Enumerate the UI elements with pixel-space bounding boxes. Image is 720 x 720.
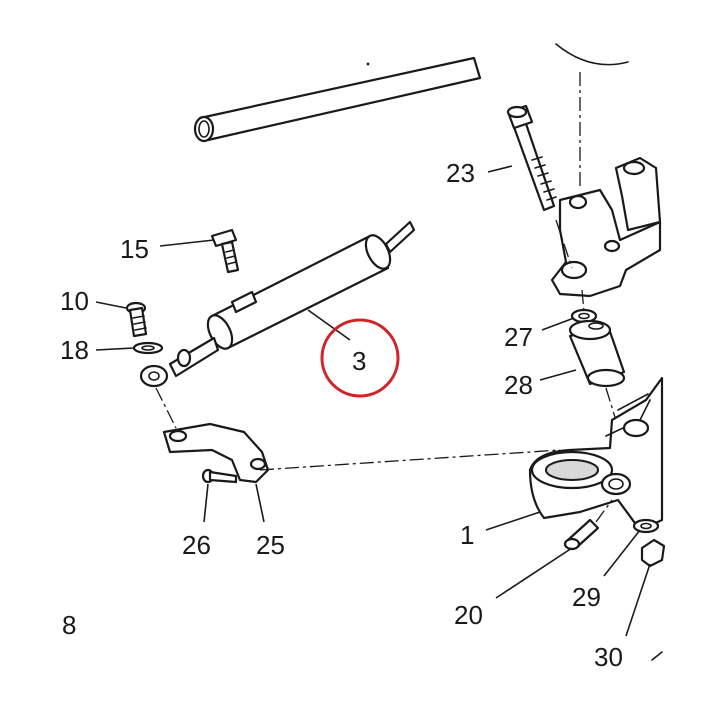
bolt-10	[125, 301, 148, 338]
leader-26	[203, 483, 209, 523]
handlebar-tube	[193, 56, 482, 143]
leader-28	[539, 369, 577, 381]
label-27: 27	[504, 322, 533, 352]
washer-29	[632, 518, 660, 534]
axis-line-washer27	[581, 289, 585, 313]
axis-line-bolt23	[555, 219, 573, 269]
leader-15	[159, 239, 215, 247]
leader-27	[541, 317, 575, 331]
rod-end-eye	[139, 364, 169, 388]
washer-27	[570, 308, 598, 324]
leader-25	[255, 483, 265, 523]
label-30: 30	[594, 642, 623, 672]
edge-mark	[651, 651, 663, 661]
upper-clamp-bracket	[550, 156, 662, 298]
label-20: 20	[454, 600, 483, 630]
axis-line-rod-end	[155, 387, 177, 429]
label-10: 10	[60, 286, 89, 316]
leader-10	[95, 301, 127, 309]
nut-30	[640, 538, 666, 568]
label-28: 28	[504, 370, 533, 400]
label-1: 1	[460, 520, 474, 550]
lower-triple-clamp	[528, 376, 664, 532]
damper-bracket	[162, 422, 270, 484]
bushing-28	[568, 319, 626, 388]
steering-damper	[168, 220, 416, 378]
washer-18	[132, 341, 164, 355]
label-26: 26	[182, 530, 211, 560]
bolt-26	[201, 468, 238, 484]
leader-20	[495, 547, 573, 599]
label-3: 3	[352, 346, 366, 376]
label-23: 23	[446, 158, 475, 188]
leader-23	[487, 165, 513, 173]
axis-line-bracket-clamp	[259, 449, 561, 471]
top-clamp-outline	[555, 43, 629, 66]
leader-30	[625, 563, 651, 637]
leader-1	[485, 511, 541, 531]
bolt-23	[506, 104, 557, 212]
leader-29	[603, 529, 641, 577]
label-18: 18	[60, 335, 89, 365]
label-25: 25	[256, 530, 285, 560]
leader-3	[307, 309, 351, 341]
highlight-circle	[320, 318, 400, 398]
label-15: 15	[120, 234, 149, 264]
label-29: 29	[572, 582, 601, 612]
label-8: 8	[62, 610, 76, 640]
leader-18	[95, 347, 135, 351]
bolt-15	[210, 228, 240, 274]
bolt-20	[563, 499, 613, 551]
